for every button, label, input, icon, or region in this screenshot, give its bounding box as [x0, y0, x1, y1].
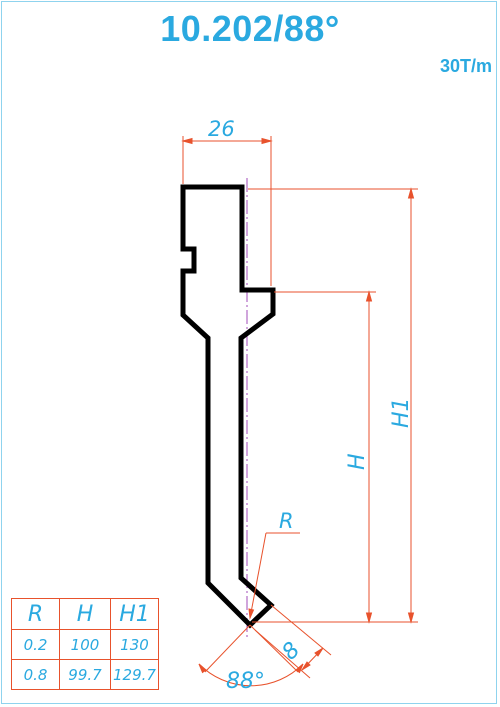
capacity-rating: 30T/m [439, 56, 492, 76]
h1-dimension [248, 187, 418, 624]
spec-row: 0.2 100 130 [11, 629, 159, 660]
spec-header-row: R H H1 [11, 598, 159, 630]
tip-dimension [254, 604, 332, 679]
header-h: H [59, 598, 111, 630]
cell-h: 100 [59, 629, 111, 660]
cell-r: 0.8 [11, 659, 60, 690]
angle-label: 88° [226, 669, 265, 694]
header-h1: H1 [110, 598, 159, 630]
width-label: 26 [208, 117, 235, 141]
cell-r: 0.2 [11, 629, 60, 660]
h-dimension [274, 290, 376, 624]
radius-leader [248, 532, 300, 620]
radius-label: R [279, 509, 294, 533]
h1-label: H1 [389, 397, 414, 428]
spec-row: 0.8 99.7 129.7 [11, 659, 159, 690]
tool-title: 10.202/88° [160, 8, 340, 49]
cell-h1: 130 [110, 629, 159, 660]
spec-table: R H H1 0.2 100 130 0.8 99.7 129.7 [11, 598, 159, 690]
width-dimension [181, 136, 273, 286]
cell-h1: 129.7 [110, 659, 159, 690]
header-r: R [11, 598, 60, 630]
cell-h: 99.7 [59, 659, 111, 690]
h-label: H [345, 453, 370, 470]
punch-profile [180, 184, 276, 629]
tip-label: 8 [278, 638, 306, 666]
